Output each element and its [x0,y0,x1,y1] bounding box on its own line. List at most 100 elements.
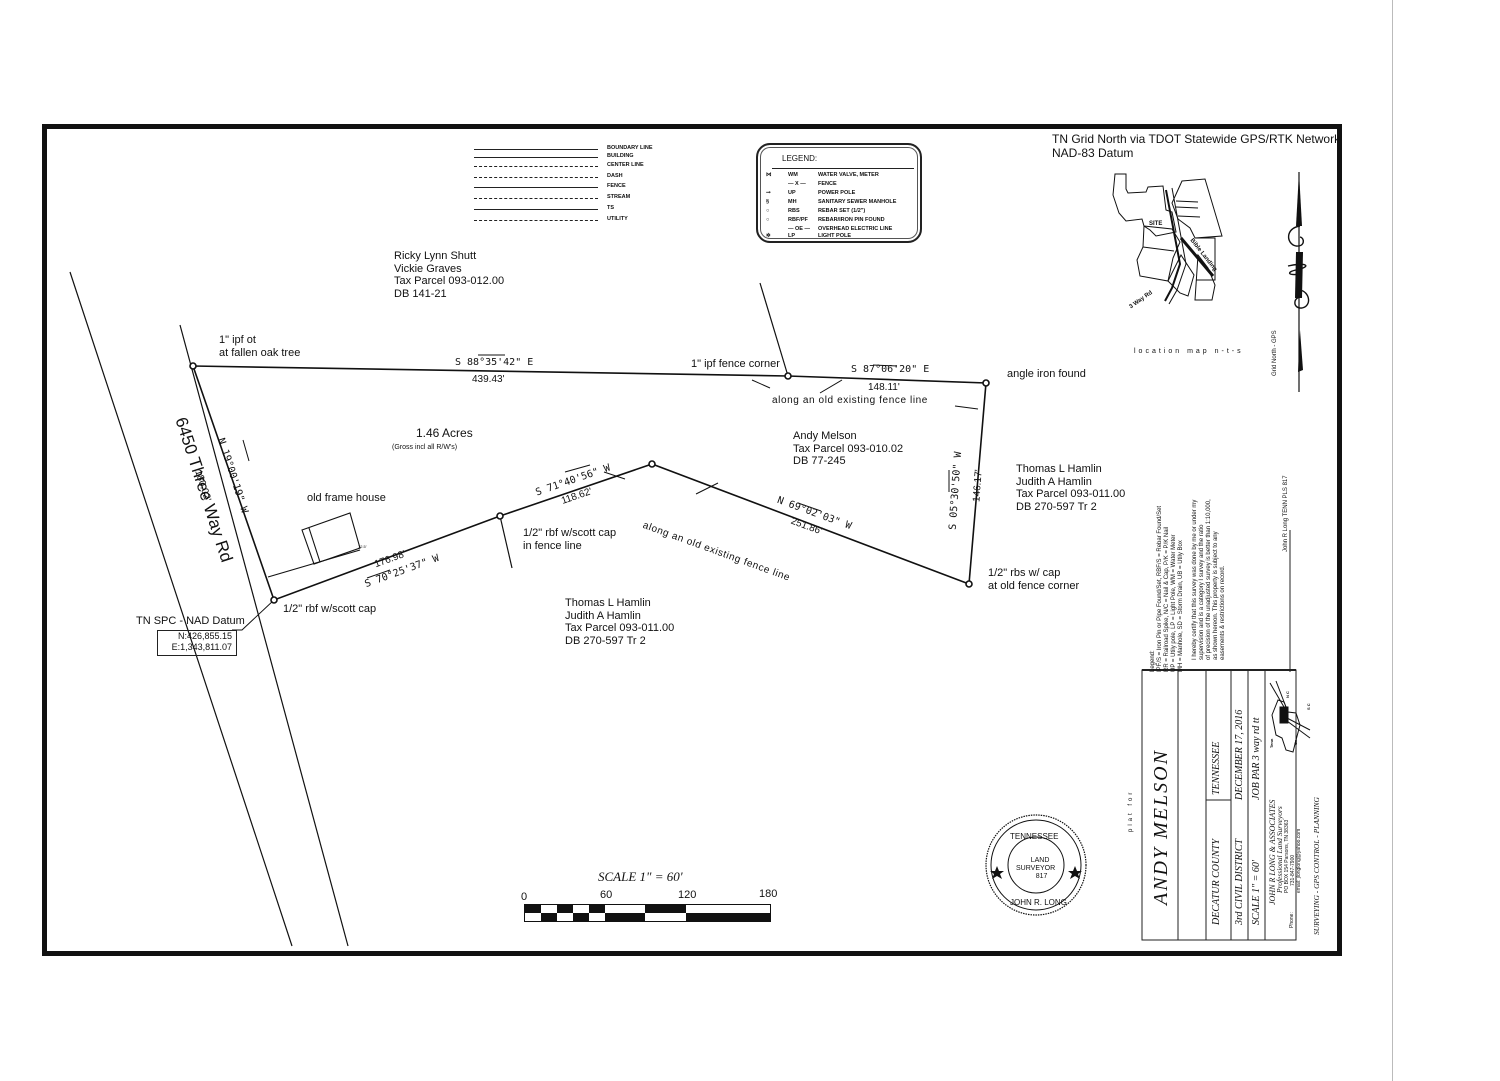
phone-label: Phone: [1289,912,1295,928]
client-name: ANDY MELSON [1150,749,1172,905]
deed-book: DB 141-21 [394,287,447,300]
owner-name: Ricky Lynn Shutt [394,250,477,262]
legend-row: — OE —OVERHEAD ELECTRIC LINE [766,226,892,232]
certification-line: as shown hereon. This property is subjec… [1212,531,1219,660]
line-legend-row: FENCE [474,183,674,192]
fence-line-note: along an old existing fence line [772,395,928,406]
seal-line: SURVEYOR [1016,865,1056,873]
north-reference-line: NAD-83 Datum [1052,145,1134,160]
adjoining-fence-south [499,515,513,569]
surveyor-certification: I hereby certify that this survey was do… [1192,499,1226,660]
monument-fence-corner [784,372,792,380]
deed-book: DB 270-597 Tr 2 [1016,500,1097,513]
legend-code: LP [788,233,796,239]
certification-line: I hereby certify that this survey was do… [1192,499,1198,660]
line-legend-row: CENTER LINE [474,162,674,171]
monument-fence-corner-note: 1" ipf fence corner [691,358,780,370]
area-acres: 1.46 Acres [416,426,473,440]
sheet-border [42,124,1342,956]
legend-code: MH [788,199,797,205]
certification-line: of precision of the unadjusted survey is… [1205,499,1212,660]
call-bearing: S 87°06'20" E [851,364,930,375]
monument-se [965,580,973,588]
monument-note-line: in fence line [523,539,582,552]
deed-book: DB 270-597 Tr 2 [565,634,646,647]
adjoining-fence-north [759,282,789,377]
monument-nw [189,362,197,370]
scale-tick-label: 180 [759,888,778,900]
plat-for-label: plat for [1128,789,1134,832]
owner-name: Thomas L Hamlin [1016,463,1102,475]
monument-nw-note: 1" ipf ot at fallen oak tree [219,334,300,359]
monument-east-angle [648,460,656,468]
road-edge-west [69,271,293,947]
monument-ne-note: angle iron found [1007,368,1086,380]
firm-services: SURVEYING - GPS CONTROL - PLANNING [1312,797,1321,935]
monument-sw-note: 1/2" rbf w/scott cap [283,603,377,615]
line-legend-label: TS [607,205,615,211]
graphic-scale-bar [524,904,771,922]
northing-value: N:426,855.15 [177,631,232,641]
monument-mid [496,512,504,520]
call-distance: 439.43' [472,374,505,385]
legend-title: LEGEND: [782,154,818,163]
road-edge-east [179,324,349,947]
state: TENNESSEE [1211,741,1222,795]
parcel-north-label: Ricky Lynn Shutt Vickie Graves Tax Parce… [394,250,504,301]
line-legend-label: DASH [607,173,623,179]
monument-note-line: 1" ipf ot [219,334,256,346]
logo-label: Ga [1293,739,1298,745]
logo-label: Tenn [1269,738,1274,748]
legend-desc: FENCE [818,181,837,187]
deed-book: DB 77-245 [793,455,846,468]
legend-desc: REBAR/IRON PIN FOUND [818,217,885,223]
legend-code: WM [788,172,798,178]
line-legend-label: BOUNDARY LINE [607,145,653,151]
line-legend-row: BOUNDARY LINE [474,145,674,154]
manhole-icon: § [766,199,770,205]
monument-note-line: 1/2" rbs w/ cap [988,567,1061,579]
page-edge-line [1392,0,1393,1081]
logo-label: N C [1285,691,1290,698]
monument-mid-note: 1/2" rbf w/scott cap in fence line [523,527,616,552]
line-legend-row: TS [474,205,674,214]
scale-tick-label: 60 [600,889,613,901]
coordinate-box: N:426,855.15 E:1,343,811.07 [157,630,237,656]
legend-note-line: RR = Railroad Spike, N/C = Nail & Cap, P… [1163,526,1170,672]
fence-icon [766,181,788,187]
datum-label: TN SPC - NAD Datum [136,615,245,627]
line-legend-label: CENTER LINE [607,162,644,168]
area-note: (Gross incl all R/W's) [392,444,458,451]
legend-divider [772,168,914,169]
line-legend-label: STREAM [607,194,631,200]
house-dimension: 12.5' [358,544,367,549]
rebar-set-icon: ○ [766,208,770,214]
old-frame-house [267,512,361,578]
legend-code: UP [788,190,796,196]
line-legend-row: STREAM [474,194,674,203]
surveyor-seal [985,814,1087,916]
logo-label: S C [1306,703,1311,710]
boundary-line [192,365,987,602]
owner-name: Vickie Graves [394,262,462,275]
owner-name: Judith A Hamlin [565,609,641,622]
easting-value: E:1,343,811.07 [171,642,232,652]
survey-date: DECEMBER 17, 2016 [1234,709,1245,800]
legend-note-line: MH = Manhole, SD = Storm Drain, UB = Uti… [1177,540,1184,672]
seal-state: TENNESSEE [1010,832,1059,841]
monument-sw [270,596,278,604]
legend-row: — X —FENCE [766,181,837,187]
legend-code: RBS [788,208,800,214]
certification-line: supervision and is a category I survey a… [1198,524,1205,660]
location-map-caption: location map n-t-s [1134,348,1244,355]
surveyor-signature: John R Long TENN PLS 817 [1283,475,1289,552]
seal-line: LAND [1030,857,1050,864]
north-reference-line: TN Grid North via TDOT Statewide GPS/RTK… [1052,132,1341,146]
north-arrow-label: Grid North - GPS [1272,330,1278,376]
